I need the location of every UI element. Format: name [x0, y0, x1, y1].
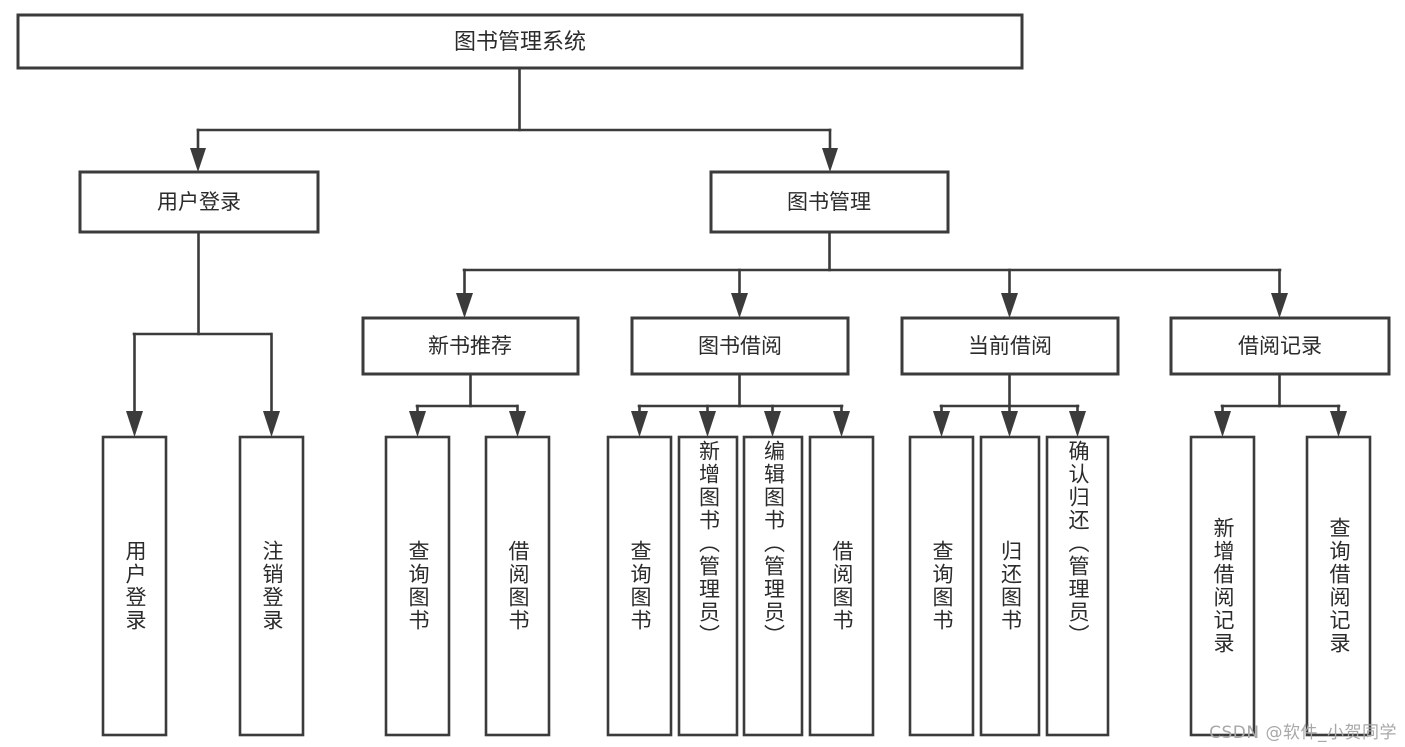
connector-group-book-borrow: [631, 372, 850, 437]
arrow-head-bb-leaf1: [631, 411, 648, 437]
leaf-box-new-book-2[interactable]: [484, 435, 551, 737]
arrow-head-book-manage: [822, 148, 838, 172]
leaf-box-book-borrow-1[interactable]: [606, 435, 673, 737]
arrow-head-leaf-user-login: [126, 411, 143, 437]
connector-group-root: [190, 66, 838, 172]
leaf-box-book-borrow-4[interactable]: [808, 435, 875, 737]
arrow-head-cb-leaf1: [933, 411, 950, 437]
node-new-book-recommend-label: 新书推荐: [428, 334, 512, 358]
arrow-head-new-book: [456, 293, 473, 318]
arrow-head-br-leaf1: [1214, 411, 1231, 437]
arrow-head-leaf-logout: [263, 411, 280, 437]
node-user-login[interactable]: [78, 170, 320, 234]
connector-group-borrow-record: [1214, 372, 1347, 437]
arrow-head-user-login: [190, 148, 206, 172]
node-current-borrow-label: 当前借阅: [968, 334, 1052, 358]
arrow-head-cb-leaf2: [1001, 411, 1018, 437]
arrow-head-current-borrow: [1001, 293, 1018, 318]
connector-group-new-book: [409, 372, 526, 437]
node-book-borrow-label: 图书借阅: [698, 334, 782, 358]
arrow-head-cb-leaf3: [1069, 411, 1086, 437]
leaf-box-current-borrow-2[interactable]: [979, 435, 1041, 737]
arrow-head-borrow-record: [1271, 293, 1288, 318]
node-user-login-label: 用户登录: [157, 190, 241, 214]
arrow-head-book-borrow: [731, 293, 748, 318]
leaf-box-current-borrow-1[interactable]: [908, 435, 975, 737]
leaf-box-user-login-1[interactable]: [101, 435, 168, 737]
leaf-box-book-borrow-3[interactable]: [742, 435, 804, 737]
leaf-box-user-login-2[interactable]: [238, 435, 305, 737]
arrow-head-bb-leaf4: [833, 411, 850, 437]
leaf-box-borrow-record-2[interactable]: [1305, 435, 1372, 737]
arrow-head-br-leaf2: [1330, 411, 1347, 437]
node-book-manage-label: 图书管理: [787, 190, 871, 214]
arrow-head-nb-leaf2: [509, 411, 526, 437]
node-root-label: 图书管理系统: [454, 30, 586, 55]
arrow-head-nb-leaf1: [409, 411, 426, 437]
leaf-box-book-borrow-2[interactable]: [677, 435, 739, 737]
connector-group-user-login: [126, 230, 280, 437]
node-book-manage[interactable]: [709, 170, 950, 234]
connector-group-current-borrow: [933, 372, 1086, 437]
node-current-borrow[interactable]: [900, 316, 1120, 376]
node-borrow-record-label: 借阅记录: [1238, 334, 1322, 358]
leaf-box-new-book-1[interactable]: [384, 435, 451, 737]
csdn-watermark: CSDN @软件_小贺同学: [1209, 723, 1397, 743]
node-borrow-record[interactable]: [1169, 316, 1391, 376]
node-new-book-recommend[interactable]: [361, 316, 580, 376]
node-book-borrow[interactable]: [630, 316, 850, 376]
connector-group-book-manage: [456, 230, 1288, 318]
arrow-head-bb-leaf2: [699, 411, 716, 437]
arrow-head-bb-leaf3: [764, 411, 781, 437]
node-root-book-system[interactable]: [16, 13, 1024, 70]
leaf-box-current-borrow-3[interactable]: [1045, 435, 1110, 737]
leaf-box-borrow-record-1[interactable]: [1189, 435, 1256, 737]
